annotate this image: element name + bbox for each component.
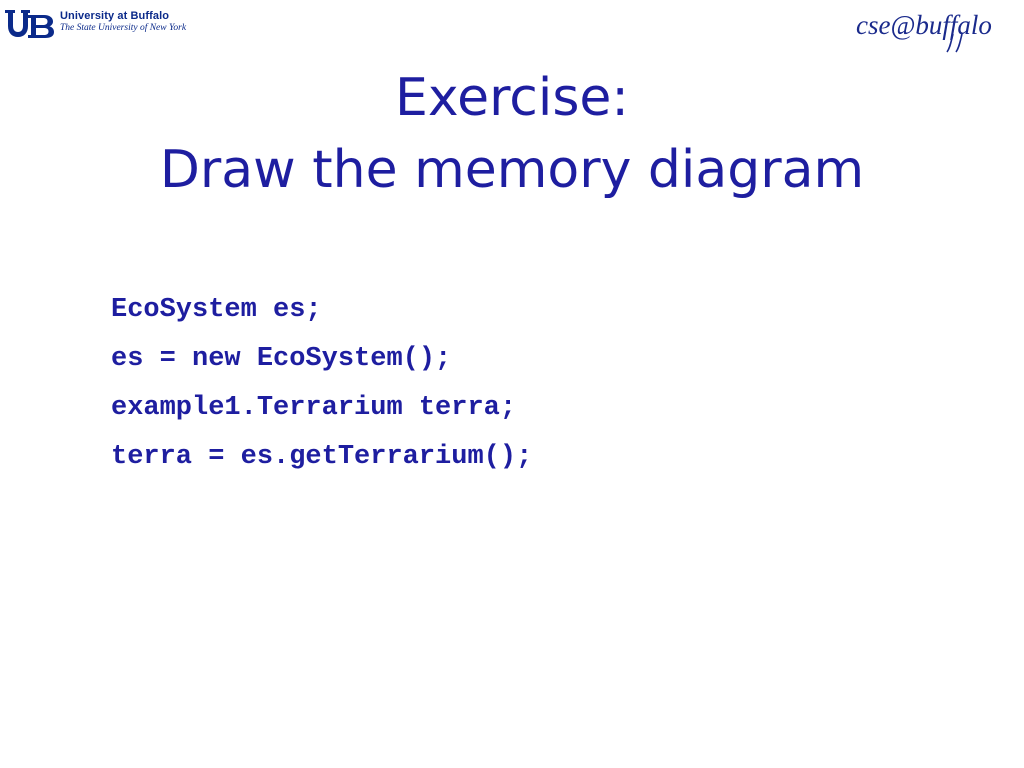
code-line: EcoSystem es; [111,295,322,325]
ub-monogram-icon [5,10,54,38]
code-line: example1.Terrarium terra; [111,393,517,423]
ub-subtitle: The State University of New York [60,23,187,33]
ub-name: University at Buffalo [60,10,170,22]
code-line: es = new EcoSystem(); [111,344,452,374]
slide-title: Exercise: Draw the memory diagram [0,62,1024,206]
code-line: terra = es.getTerrarium(); [111,442,533,472]
title-line-2: Draw the memory diagram [159,140,865,200]
ub-wordmark: University at Buffalo The State Universi… [60,11,186,34]
code-block: EcoSystem es; es = new EcoSystem(); exam… [111,286,532,482]
title-line-1: Exercise: [395,68,629,128]
cse-buffalo-text: cse@buffalo [856,10,992,40]
cse-buffalo-logo: cse@buffalo [856,10,992,53]
ub-logo: University at Buffalo The State Universi… [4,6,204,40]
